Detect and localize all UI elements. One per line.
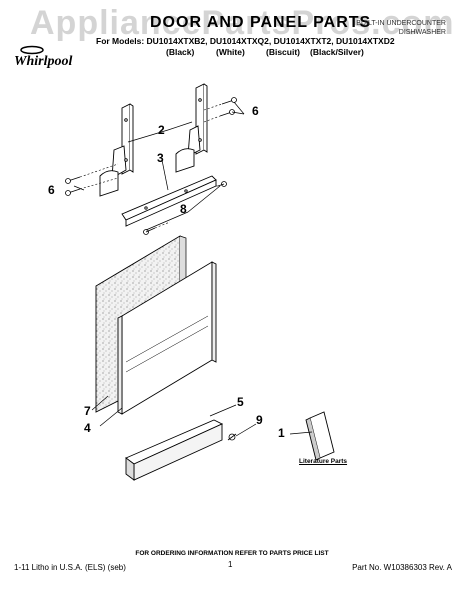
literature-pack — [305, 411, 335, 461]
callout-3: 3 — [157, 151, 164, 165]
product-subtitle: BUILT-IN UNDERCOUNTER DISHWASHER — [356, 19, 446, 37]
rail-guide-lines — [154, 185, 218, 229]
part-number: Part No. W10386303 Rev. A — [352, 563, 452, 572]
page-title: DOOR AND PANEL PARTS — [150, 14, 372, 31]
kick-panel-screw — [227, 433, 237, 441]
callout-8: 8 — [180, 202, 187, 216]
callout-7: 7 — [84, 404, 91, 418]
brand-name: Whirlpool — [14, 54, 73, 69]
right-hinge-bracket — [175, 83, 208, 173]
callout-6-left: 6 — [48, 183, 55, 197]
callout-2: 2 — [158, 123, 165, 137]
page-number: 1 — [228, 560, 233, 569]
callout-4: 4 — [84, 421, 91, 435]
rail-screws — [143, 181, 227, 235]
subtitle-line-1: BUILT-IN UNDERCOUNTER — [356, 20, 446, 27]
door-channel-rail — [121, 175, 217, 227]
screw-guide-lines — [79, 103, 223, 190]
outer-door-panel — [117, 261, 217, 415]
callout-5: 5 — [237, 395, 244, 409]
subtitle-line-2: DISHWASHER — [398, 29, 446, 36]
callout-9: 9 — [256, 413, 263, 427]
callout-leader-lines — [73, 101, 313, 437]
finish-label-black-silver: (Black/Silver) — [310, 47, 364, 57]
finish-label-white: (White) — [216, 47, 245, 57]
literature-parts-label: Literature Parts — [299, 458, 348, 465]
litho-info: 1-11 Litho in U.S.A. (ELS) (seb) — [14, 563, 126, 572]
left-hinge-bracket — [99, 103, 134, 197]
hinge-screws — [65, 97, 237, 196]
whirlpool-logo-icon — [20, 45, 44, 55]
callout-1: 1 — [278, 426, 285, 440]
callout-6-right: 6 — [252, 104, 259, 118]
finish-label-biscuit: (Biscuit) — [266, 47, 300, 57]
kick-panel — [125, 419, 224, 481]
ordering-info: FOR ORDERING INFORMATION REFER TO PARTS … — [135, 550, 329, 557]
model-list: For Models: DU1014XTXB2, DU1014XTXQ2, DU… — [96, 36, 395, 46]
finish-label-black: (Black) — [166, 47, 195, 57]
